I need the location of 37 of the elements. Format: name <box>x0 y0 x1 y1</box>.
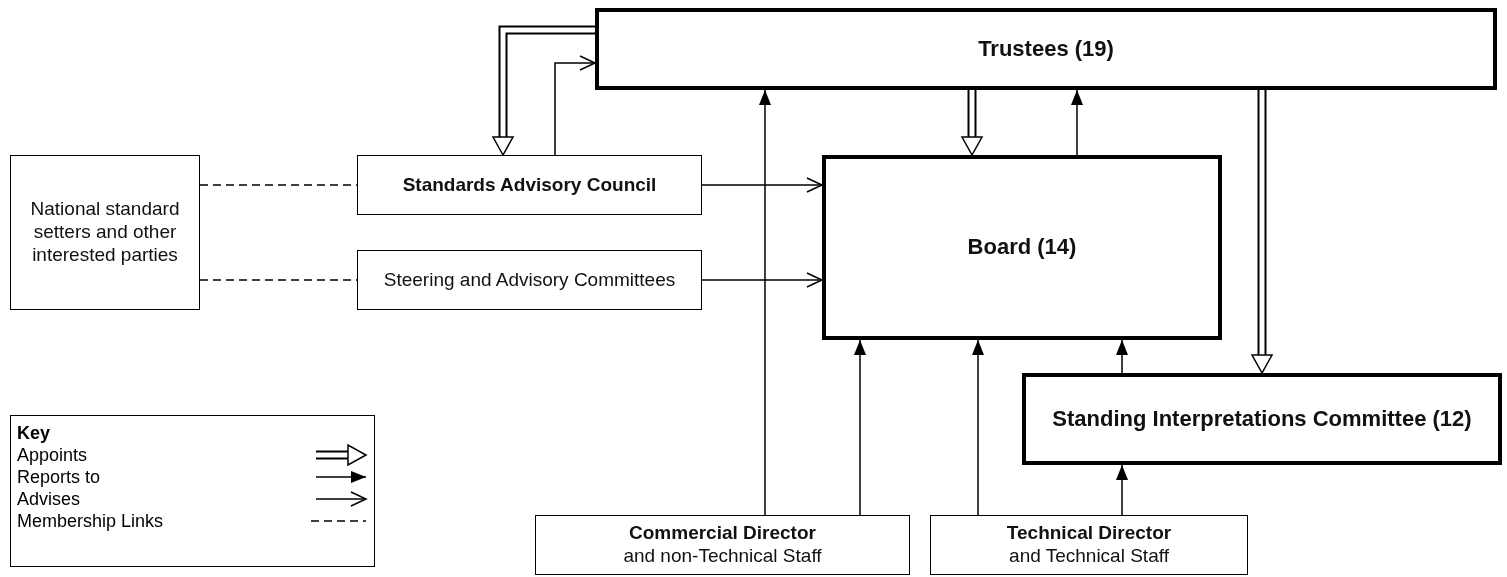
board-box <box>822 155 1222 340</box>
arrow <box>554 55 596 156</box>
node-label: and Technical Staff <box>1009 545 1169 568</box>
arrow <box>491 25 595 157</box>
node-label: Standing Interpretations Committee (12) <box>1052 405 1472 433</box>
arrow <box>701 177 823 193</box>
arrow <box>1250 90 1274 375</box>
node-box <box>357 155 702 215</box>
node-label: Commercial Director <box>629 522 816 545</box>
arrow <box>1071 89 1083 156</box>
node-label: Steering and Advisory Committees <box>383 268 676 292</box>
arrow <box>1116 339 1128 374</box>
arrow <box>972 339 984 516</box>
node-label: Trustees (19) <box>978 35 1114 63</box>
node-label: Board (14) <box>967 234 1077 261</box>
arrow <box>960 90 984 157</box>
arrow <box>854 339 866 516</box>
arrow <box>701 272 823 288</box>
connector-line <box>199 184 358 186</box>
key-title: Key <box>17 424 51 442</box>
connector-line <box>199 279 358 281</box>
board-box <box>595 8 1497 90</box>
node-label: Technical Director <box>1006 522 1172 545</box>
node-box <box>930 515 1248 575</box>
node-label: Standards Advisory Council <box>402 173 657 197</box>
node-box <box>10 155 200 310</box>
node-label: and non-Technical Staff <box>623 545 822 568</box>
legend-label: Reports to <box>17 468 101 486</box>
legend-label: Appoints <box>17 446 88 464</box>
node-label: National standard setters and other interested parties <box>29 198 181 267</box>
legend-label: Membership Links <box>17 512 164 530</box>
node-box <box>1022 373 1502 465</box>
node-box <box>357 250 702 310</box>
node-box <box>535 515 910 575</box>
arrow <box>759 89 771 516</box>
arrow <box>1116 464 1128 516</box>
legend-label: Advises <box>17 490 81 508</box>
